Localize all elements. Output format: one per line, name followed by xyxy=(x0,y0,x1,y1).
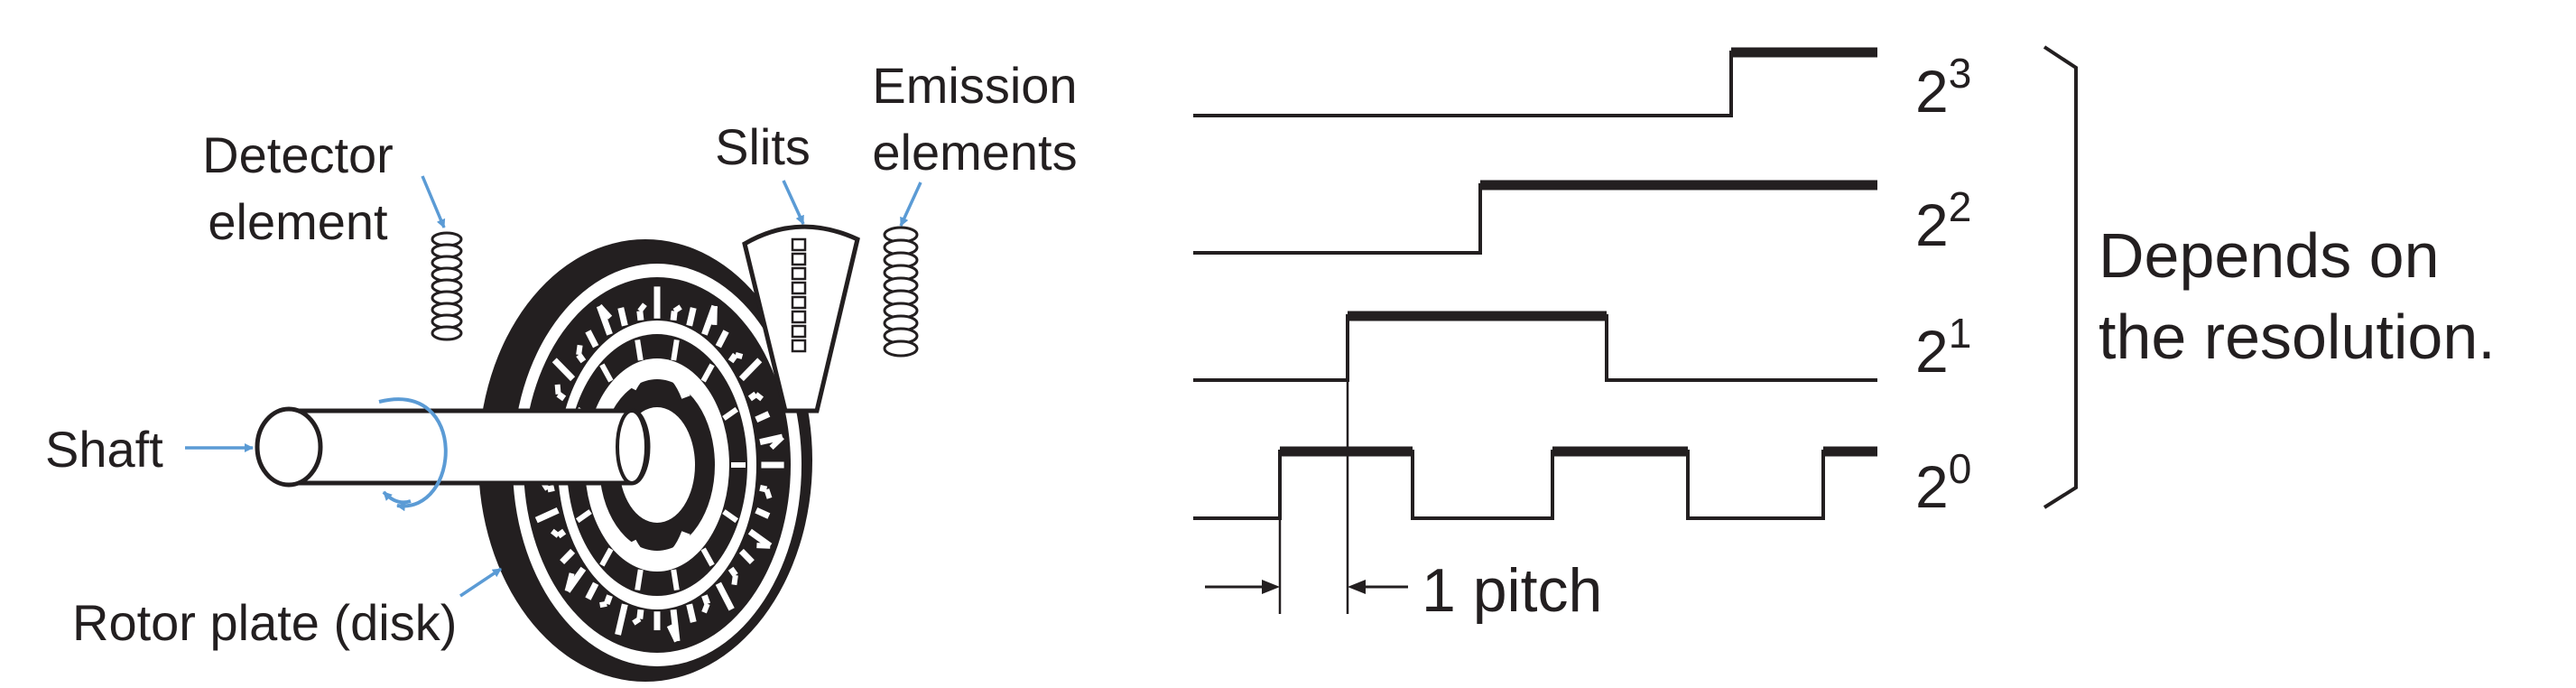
detector-element-icon xyxy=(431,231,463,341)
bit-label-2-0: 20 xyxy=(1915,445,1972,520)
disk-inner-code-track xyxy=(569,339,746,591)
rotation-arrow-icon xyxy=(378,397,448,512)
pitch-dimension xyxy=(1205,580,1408,594)
waveform-bit-1 xyxy=(1193,314,1877,382)
resolution-label: Depends on the resolution. xyxy=(2099,220,2496,372)
waveforms xyxy=(1193,47,1877,614)
rotor-disk xyxy=(478,239,812,682)
waveform-bit-0 xyxy=(1193,450,1877,520)
resolution-bracket xyxy=(2043,45,2078,509)
waveform-bit-2 xyxy=(1193,183,1877,255)
slits-arrow-icon xyxy=(782,180,805,225)
bit-label-2-2: 22 xyxy=(1915,183,1972,258)
emission-element-icon xyxy=(883,226,919,358)
bit-label-2-1: 21 xyxy=(1915,310,1972,385)
bit-label-2-3: 23 xyxy=(1915,50,1972,125)
shaft-label: Shaft xyxy=(45,421,163,478)
rotor-plate-label: Rotor plate (disk) xyxy=(72,594,458,651)
waveform-bit-3 xyxy=(1193,51,1877,117)
rotation-arrow-lower-icon xyxy=(382,490,412,505)
pitch-label: 1 pitch xyxy=(1422,556,1603,625)
emission-arrow-icon xyxy=(899,181,922,227)
rotor-arrow-icon xyxy=(459,567,502,598)
slits-label: Slits xyxy=(715,118,811,175)
emission-elements-label: Emission elements xyxy=(872,57,1078,181)
detector-element-label: Detector element xyxy=(202,126,394,250)
shaft xyxy=(255,406,651,488)
slit-plate xyxy=(742,224,860,414)
detector-arrow-icon xyxy=(421,175,446,228)
